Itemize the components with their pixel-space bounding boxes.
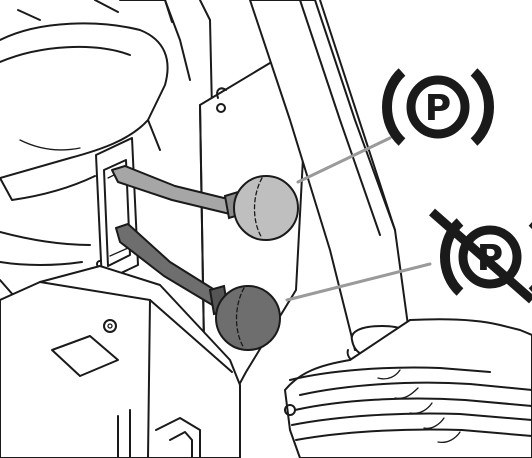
parking-brake-released-icon: P (432, 212, 532, 300)
engaged-symbol-letter: P (425, 88, 451, 129)
pedal-bellows (285, 319, 532, 458)
brake-lever-upper-knob[interactable] (234, 176, 298, 240)
brake-lever-lower-knob[interactable] (216, 286, 280, 350)
lever-guide-plate (96, 138, 138, 282)
parking-brake-engaged-icon: P (387, 72, 489, 142)
